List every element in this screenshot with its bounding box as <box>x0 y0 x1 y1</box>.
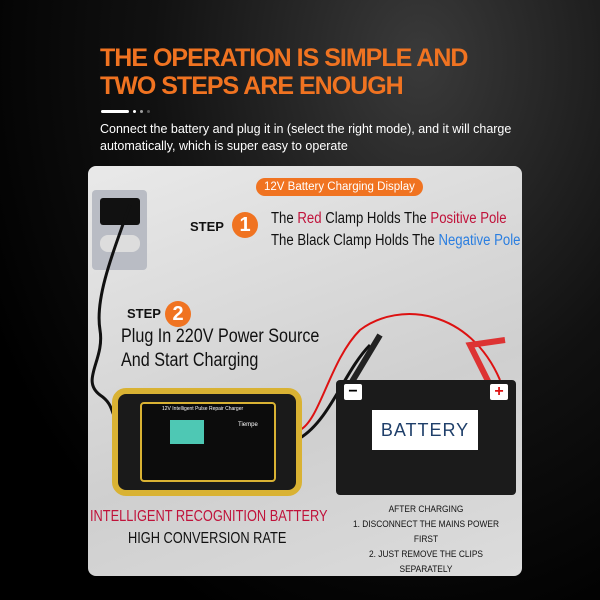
after-charging-title: AFTER CHARGING <box>388 504 464 515</box>
text: Clamp Holds The <box>321 210 431 227</box>
carousel-indicator <box>101 110 150 113</box>
battery-image: − + BATTERY <box>336 380 516 495</box>
charger-brand: Tiempe <box>238 422 258 428</box>
text: The Black Clamp Holds The <box>271 232 439 249</box>
indicator-dot <box>133 110 136 113</box>
after-charging-item: 2. JUST REMOVE THE CLIPS SEPARATELY <box>369 549 483 575</box>
positive-pole-text: Positive Pole <box>430 210 507 227</box>
negative-pole-text: Negative Pole <box>438 232 521 249</box>
instruction-panel <box>88 166 522 576</box>
positive-terminal-icon: + <box>490 384 508 400</box>
red-cable <box>299 313 501 431</box>
red-word: Red <box>297 210 322 227</box>
feature-line2: HIGH CONVERSION RATE <box>128 530 287 547</box>
power-cable <box>90 204 132 422</box>
charger-title: 12V Intelligent Pulse Repair Charger <box>162 406 244 412</box>
step2-line2: And Start Charging <box>121 350 259 371</box>
step1-line1: The Red Clamp Holds The Positive Pole <box>271 210 507 228</box>
step2-line1: Plug In 220V Power Source <box>121 326 320 347</box>
lcd-display <box>170 420 204 444</box>
text: The <box>271 210 298 227</box>
headline-line1: THE OPERATION IS SIMPLE AND <box>100 44 468 72</box>
outlet-socket <box>100 235 140 252</box>
step2-label: STEP <box>127 306 161 321</box>
after-charging-item: 1. DISCONNECT THE MAINS POWER FIRST <box>352 519 499 545</box>
indicator-dot <box>140 110 143 113</box>
feature-line1: INTELLIGENT RECOGNITION BATTERY <box>90 508 328 525</box>
battery-label: BATTERY <box>372 410 478 450</box>
indicator-dot <box>147 110 150 113</box>
step1-number: 1 <box>232 212 258 238</box>
black-clamp <box>347 333 383 387</box>
indicator-active <box>101 110 129 113</box>
display-pill: 12V Battery Charging Display <box>256 178 423 196</box>
negative-terminal-icon: − <box>344 384 362 400</box>
step2-number: 2 <box>165 301 191 327</box>
after-charging-notes: AFTER CHARGING 1. DISCONNECT THE MAINS PO… <box>336 502 516 577</box>
step1-line2: The Black Clamp Holds The Negative Pole <box>271 232 520 250</box>
red-clamp <box>465 337 506 387</box>
subtitle: Connect the battery and plug it in (sele… <box>100 122 512 153</box>
step1-label: STEP <box>190 219 224 234</box>
outlet-switch <box>100 198 140 225</box>
headline-line2: TWO STEPS ARE ENOUGH <box>100 72 404 100</box>
